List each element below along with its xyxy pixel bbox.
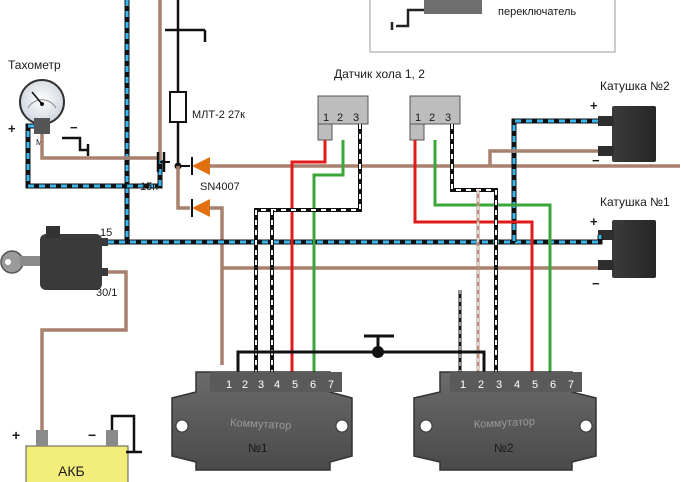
hall2-pin3: 3	[445, 112, 451, 124]
comm2-pin2: 2	[478, 379, 484, 391]
coil-1: Катушка №1 + −	[590, 195, 670, 291]
hall1-pin2: 2	[337, 112, 343, 124]
capacitor-label: 15п	[140, 181, 158, 193]
coil1-plus: +	[590, 214, 598, 229]
resistor-label: МЛТ-2 27к	[192, 109, 245, 121]
comm2-title: Коммутатор	[474, 416, 536, 431]
comm2-pin5: 5	[532, 379, 538, 391]
tach-m-label: M	[36, 138, 43, 147]
tach-wires	[25, 123, 163, 189]
comm1-title: Коммутатор	[230, 417, 292, 432]
hall1-pin1: 1	[323, 112, 329, 124]
comm2-number: №2	[494, 441, 514, 455]
hall2-pin2: 2	[429, 112, 435, 124]
diode-icon	[178, 157, 680, 175]
ground-icon	[110, 414, 142, 454]
resistor-icon	[169, 91, 187, 123]
top-wires	[124, 0, 207, 240]
comm2-pin7: 7	[568, 379, 574, 391]
ignition-switch: 15 30/1	[0, 226, 117, 299]
commutator-2: 1 2 3 4 5 6 7 Коммутатор №2	[413, 371, 597, 471]
comm1-pin7: 7	[328, 379, 334, 391]
tach-minus: −	[70, 120, 78, 135]
coil2-label: Катушка №2	[600, 79, 670, 93]
switch-label: переключатель	[498, 6, 576, 18]
comm1-number: №1	[248, 441, 268, 455]
coil1-label: Катушка №1	[600, 195, 670, 209]
ign-30-label: 30/1	[96, 287, 117, 299]
commutator-1: 1 2 3 4 5 6 7 Коммутатор №1	[171, 371, 353, 471]
battery-plus: +	[12, 427, 20, 443]
switch-panel: переключатель	[369, 0, 616, 53]
diode-label: SN4007	[200, 181, 240, 193]
battery: + − АКБ	[12, 414, 142, 482]
tach-plus: +	[8, 121, 16, 136]
comm1-pin3: 3	[258, 379, 264, 391]
tachometer: Тахометр + − M	[8, 58, 90, 156]
hall-wires	[254, 124, 552, 378]
tach-label: Тахометр	[8, 58, 61, 72]
comm1-pin6: 6	[310, 379, 316, 391]
comm2-pin4: 4	[514, 379, 520, 391]
comm2-pin1: 1	[460, 379, 466, 391]
coil1-minus: −	[592, 276, 600, 291]
coil2-minus: −	[592, 153, 600, 168]
coil2-plus: +	[590, 98, 598, 113]
hall-label: Датчик хола 1, 2	[334, 67, 425, 81]
comm1-pin1: 1	[226, 379, 232, 391]
comm1-pin5: 5	[292, 379, 298, 391]
diode2-icon	[176, 166, 224, 365]
ground-bus	[236, 334, 486, 378]
battery-minus: −	[88, 427, 96, 443]
key-icon	[0, 250, 42, 274]
ground-icon	[62, 136, 90, 156]
battery-label: АКБ	[58, 463, 85, 479]
coil-2: Катушка №2 + −	[590, 79, 670, 168]
comm1-pin2: 2	[242, 379, 248, 391]
comm2-pin3: 3	[496, 379, 502, 391]
comm1-pin4: 4	[274, 379, 280, 391]
comm2-pin6: 6	[550, 379, 556, 391]
hall2-pin1: 1	[415, 112, 421, 124]
hall-sensor-1: 1 2 3	[317, 95, 369, 141]
hall-sensor-2: 1 2 3	[409, 95, 461, 141]
ign-15-label: 15	[100, 227, 112, 239]
gauge-icon	[19, 79, 65, 134]
hall1-pin3: 3	[353, 112, 359, 124]
